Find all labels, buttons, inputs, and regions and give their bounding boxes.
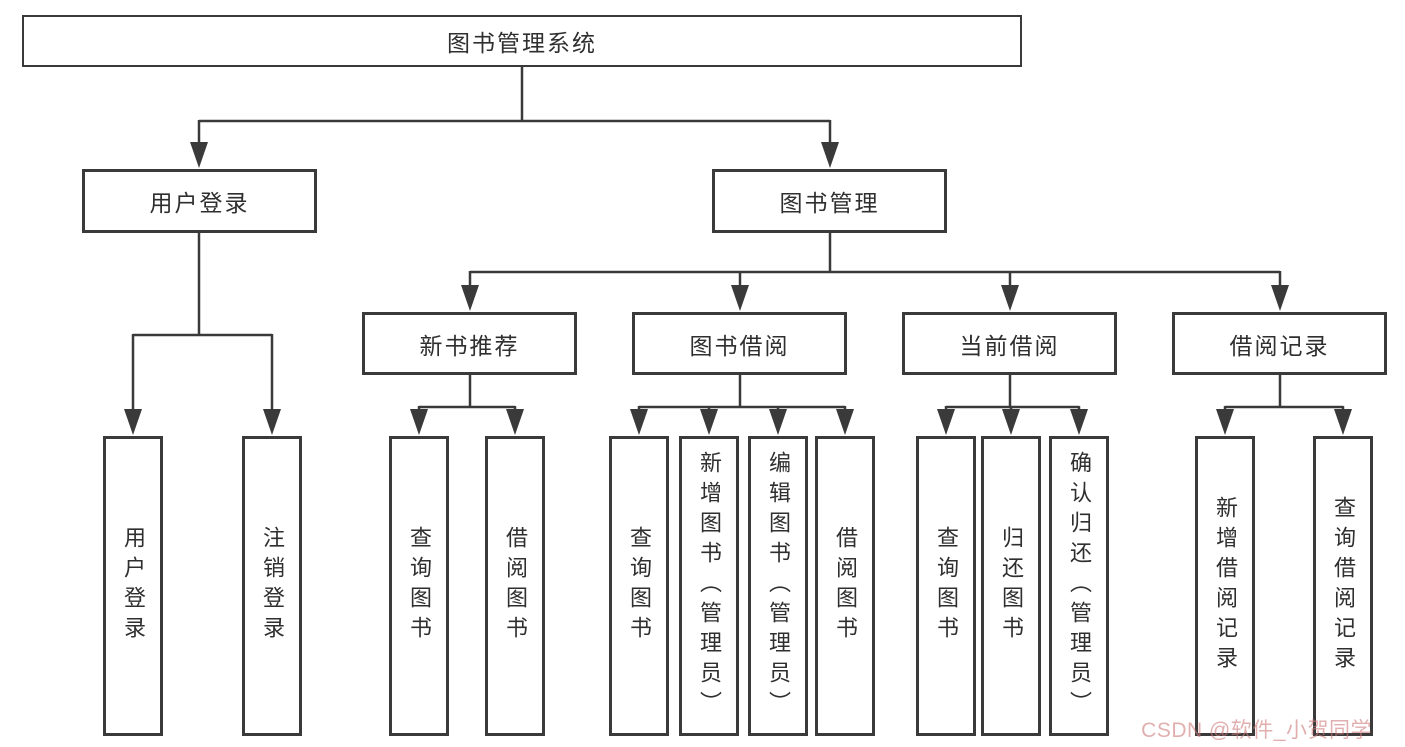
node-new-book-recommend: 新书推荐 xyxy=(362,312,577,375)
node-label: 确认归还（管理员） xyxy=(1067,451,1092,721)
node-label: 用户登录 xyxy=(121,526,146,646)
node-label: 查询借阅记录 xyxy=(1331,496,1356,676)
node-leaf-add-book-admin: 新增图书（管理员） xyxy=(679,436,739,736)
node-leaf-edit-book-admin: 编辑图书（管理员） xyxy=(748,436,808,736)
node-label: 编辑图书（管理员） xyxy=(766,451,791,721)
node-label: 图书管理 xyxy=(779,190,880,216)
node-book-management: 图书管理 xyxy=(712,169,947,233)
node-label: 注销登录 xyxy=(260,526,285,646)
node-label: 新增图书（管理员） xyxy=(697,451,722,721)
watermark: CSDN @软件_小贺同学 xyxy=(1141,719,1372,742)
node-label: 用户登录 xyxy=(149,190,250,216)
node-leaf-logout: 注销登录 xyxy=(242,436,302,736)
node-leaf-query-books-current: 查询图书 xyxy=(916,436,976,736)
arrowheads xyxy=(124,142,1352,435)
node-leaf-query-books-recommend: 查询图书 xyxy=(389,436,449,736)
node-label: 借阅图书 xyxy=(503,526,528,646)
node-leaf-add-borrow-record: 新增借阅记录 xyxy=(1195,436,1255,736)
node-label: 图书管理系统 xyxy=(447,30,597,56)
node-label: 归还图书 xyxy=(999,526,1024,646)
node-leaf-confirm-return-admin: 确认归还（管理员） xyxy=(1049,436,1109,736)
node-borrow-records: 借阅记录 xyxy=(1172,312,1387,375)
node-label: 借阅记录 xyxy=(1229,332,1330,359)
node-label: 图书借阅 xyxy=(689,332,790,359)
node-leaf-borrow-books-borrow: 借阅图书 xyxy=(815,436,875,736)
node-label: 新书推荐 xyxy=(419,332,520,359)
node-label: 查询图书 xyxy=(407,526,432,646)
node-leaf-query-books-borrow: 查询图书 xyxy=(609,436,669,736)
node-label: 新增借阅记录 xyxy=(1213,496,1238,676)
node-leaf-borrow-books-recommend: 借阅图书 xyxy=(485,436,545,736)
node-user-login: 用户登录 xyxy=(82,169,317,233)
node-leaf-return-book: 归还图书 xyxy=(981,436,1041,736)
node-leaf-query-borrow-record: 查询借阅记录 xyxy=(1313,436,1373,736)
node-current-borrow: 当前借阅 xyxy=(902,312,1117,375)
node-label: 查询图书 xyxy=(934,526,959,646)
node-book-borrow: 图书借阅 xyxy=(632,312,847,375)
node-label: 当前借阅 xyxy=(959,332,1060,359)
node-leaf-user-login: 用户登录 xyxy=(103,436,163,736)
node-label: 借阅图书 xyxy=(833,526,858,646)
node-label: 查询图书 xyxy=(627,526,652,646)
node-library-management-system: 图书管理系统 xyxy=(22,15,1022,67)
